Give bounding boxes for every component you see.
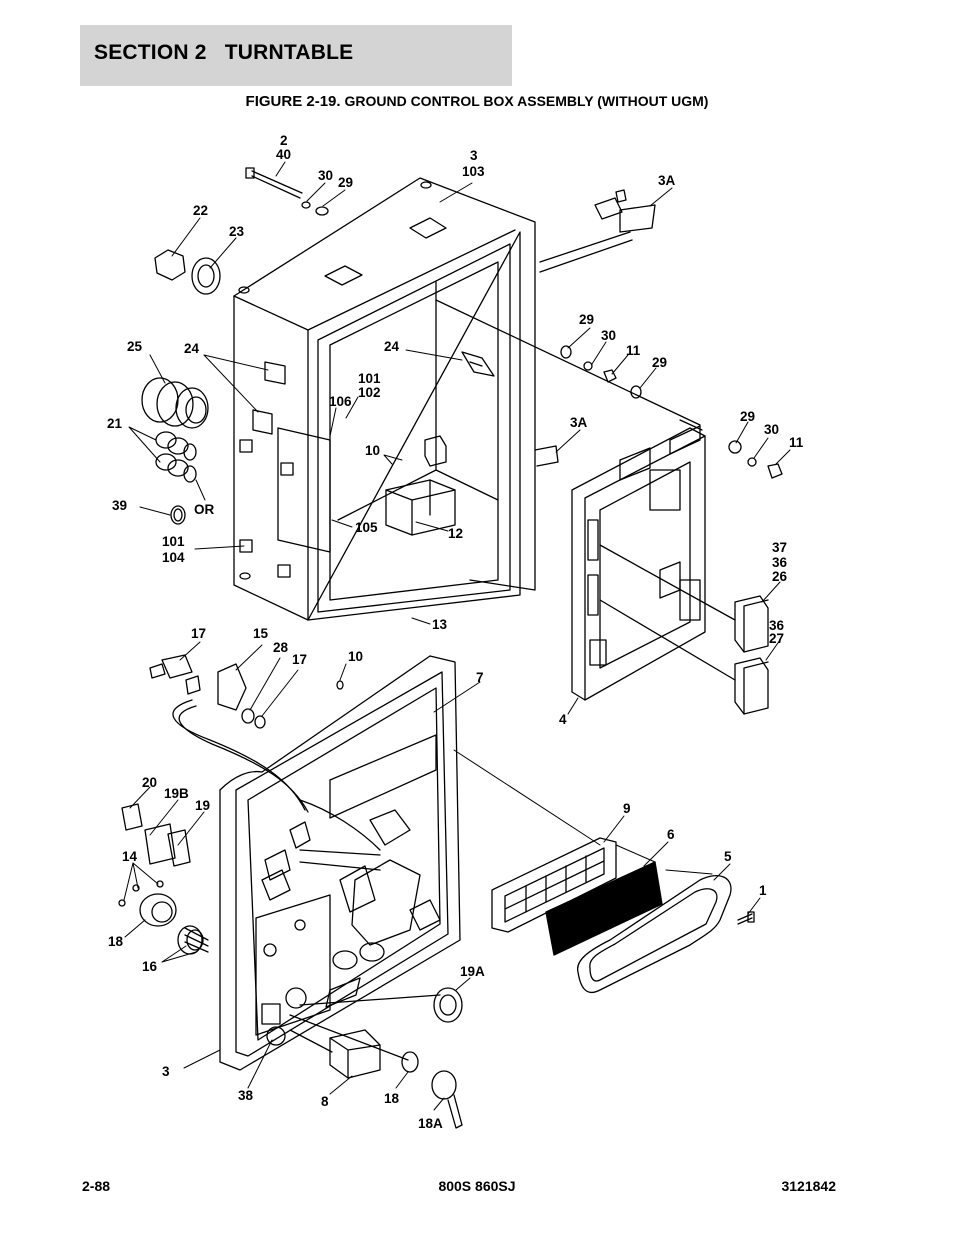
harness-connectors: [599, 544, 769, 715]
callout: 105: [355, 520, 378, 535]
callout: 26: [772, 569, 788, 584]
callout: 19A: [460, 964, 485, 979]
callout: 104: [162, 550, 185, 565]
callout: 6: [667, 827, 675, 842]
callout: 36: [772, 555, 788, 570]
section-title: SECTION 2 TURNTABLE: [94, 41, 354, 64]
document-number: 3121842: [781, 1178, 836, 1194]
callout: 30: [601, 328, 616, 343]
callout: 29: [652, 355, 667, 370]
callout: 9: [623, 801, 631, 816]
top-bolt-hardware: [245, 167, 329, 216]
conduit-bracket: [539, 189, 656, 273]
callout: 40: [276, 147, 291, 162]
callout: 8: [321, 1094, 329, 1109]
callout: 30: [764, 422, 779, 437]
callout: 37: [772, 540, 787, 555]
callout: 18: [384, 1091, 400, 1106]
display-parts: [491, 837, 755, 994]
callout: 19B: [164, 786, 189, 801]
callout: 11: [789, 435, 804, 450]
callout: 16: [142, 959, 158, 974]
figure-title: FIGURE 2-19. GROUND CONTROL BOX ASSEMBLY…: [0, 93, 954, 110]
callout: 12: [448, 526, 463, 541]
left-switch-parts: [118, 803, 209, 955]
callout: 1: [759, 883, 767, 898]
callout: 17: [191, 626, 206, 641]
callout: 101: [358, 371, 381, 386]
callout: 25: [127, 339, 143, 354]
callout: 24: [384, 339, 400, 354]
callout: 28: [273, 640, 289, 655]
callout: 5: [724, 849, 732, 864]
callout: 4: [559, 712, 567, 727]
bottom-parts: [289, 987, 463, 1129]
model-number: 800S 860SJ: [438, 1178, 516, 1194]
circuit-board-frame: [571, 419, 706, 701]
callout: 15: [253, 626, 269, 641]
callout: 27: [769, 631, 784, 646]
toggle-switch-assembly: [149, 654, 344, 813]
front-panel: [219, 655, 461, 1071]
callout: 3: [162, 1064, 170, 1079]
callout: 3: [470, 148, 478, 163]
callout: 3A: [658, 173, 676, 188]
callout: 21: [107, 416, 123, 431]
callout: 17: [292, 652, 307, 667]
washer-hardware-chain: [435, 299, 783, 479]
drawing-artwork: [118, 161, 791, 1129]
callout: 102: [358, 385, 381, 400]
callout: 29: [338, 175, 353, 190]
callout: 11: [626, 343, 641, 358]
callout: OR: [194, 502, 215, 517]
enclosure-box: [233, 177, 559, 621]
callout: 22: [193, 203, 208, 218]
figure-caption: GROUND CONTROL BOX ASSEMBLY (WITHOUT UGM…: [344, 93, 709, 109]
callout: 18: [108, 934, 124, 949]
figure-label: FIGURE 2-19.: [245, 93, 341, 110]
callout: 3A: [570, 415, 588, 430]
callout: 103: [462, 164, 485, 179]
callout: 39: [112, 498, 127, 513]
page-number: 2-88: [82, 1178, 111, 1194]
callout: 10: [365, 443, 380, 458]
callout: 10: [348, 649, 363, 664]
section-header: SECTION 2 TURNTABLE: [80, 25, 512, 86]
callout: 14: [122, 849, 138, 864]
callout: 13: [432, 617, 448, 632]
callout: 23: [229, 224, 245, 239]
callout: 30: [318, 168, 333, 183]
callout-labels: 2 40 30 29 3 103 3A 22 23 25 24 24 101 1…: [107, 133, 804, 1131]
callout: 24: [184, 341, 200, 356]
callout: 106: [329, 394, 352, 409]
callout: 29: [579, 312, 594, 327]
callout: 101: [162, 534, 185, 549]
callout: 20: [142, 775, 157, 790]
callout: 7: [476, 670, 484, 685]
leader-lines: [123, 161, 791, 1111]
callout: 36: [769, 618, 785, 633]
callout: 38: [238, 1088, 254, 1103]
left-fittings: [141, 249, 221, 525]
callout: 19: [195, 798, 210, 813]
callout: 18A: [418, 1116, 443, 1131]
callout: 2: [280, 133, 288, 148]
callout: 29: [740, 409, 755, 424]
